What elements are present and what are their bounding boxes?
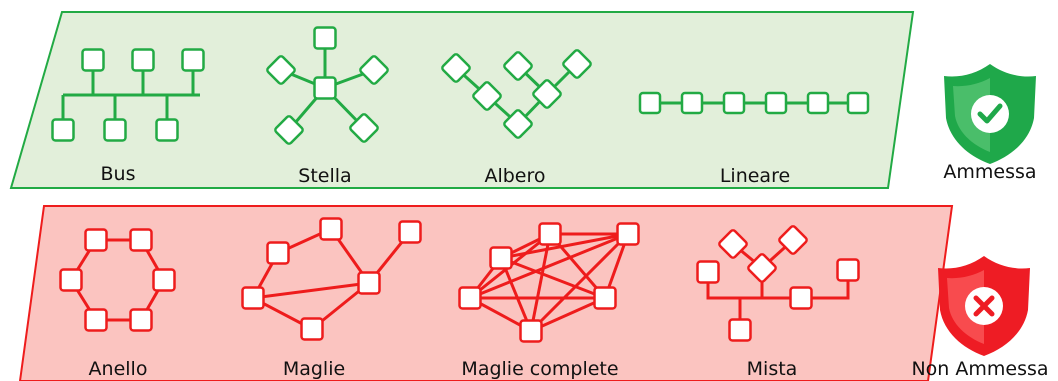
node xyxy=(155,118,179,142)
denied-band xyxy=(18,205,954,381)
node xyxy=(319,217,343,241)
node xyxy=(764,91,788,115)
node xyxy=(359,55,389,85)
node xyxy=(503,109,533,139)
node xyxy=(241,286,265,310)
node xyxy=(562,49,592,79)
node xyxy=(593,286,617,310)
node xyxy=(538,222,562,246)
node xyxy=(51,118,75,142)
node xyxy=(680,91,704,115)
topology-mista xyxy=(696,225,860,342)
node xyxy=(747,253,777,283)
link xyxy=(252,281,370,300)
node xyxy=(718,229,748,259)
topology-stella xyxy=(266,26,389,145)
node xyxy=(616,222,640,246)
denied-panel: Anello Maglie Maglie complete Mista xyxy=(18,205,954,381)
node xyxy=(728,318,752,342)
link xyxy=(706,281,850,300)
node xyxy=(638,91,662,115)
link xyxy=(529,232,630,333)
link xyxy=(469,232,629,300)
label-stella: Stella xyxy=(298,165,351,187)
label-maglie-complete: Maglie complete xyxy=(461,358,618,380)
node xyxy=(532,79,562,109)
label-albero: Albero xyxy=(484,165,545,187)
topology-anello xyxy=(59,228,176,332)
node xyxy=(266,55,296,85)
topology-lineare xyxy=(638,91,870,115)
node xyxy=(349,113,379,143)
shield-check-icon xyxy=(944,64,1036,164)
node xyxy=(313,76,337,100)
allowed-panel: Bus Stella Albero Lineare xyxy=(9,11,915,189)
node xyxy=(519,319,543,343)
node xyxy=(274,115,304,145)
node xyxy=(84,308,108,332)
topology-maglie xyxy=(241,217,422,341)
node xyxy=(131,48,155,72)
node xyxy=(789,286,813,310)
link xyxy=(500,232,629,260)
node xyxy=(84,228,108,252)
node xyxy=(181,48,205,72)
node xyxy=(103,118,127,142)
node xyxy=(722,91,746,115)
shield-x-icon xyxy=(938,256,1030,356)
topology-maglie-complete xyxy=(458,222,640,343)
link xyxy=(530,296,606,333)
node xyxy=(357,271,381,295)
node xyxy=(778,225,808,255)
node xyxy=(503,51,533,81)
label-bus: Bus xyxy=(101,163,136,185)
topology-albero xyxy=(441,49,592,139)
node xyxy=(846,91,870,115)
node xyxy=(458,286,482,310)
label-mista: Mista xyxy=(747,358,798,380)
node xyxy=(472,81,502,111)
status-label-denied: Non Ammessa xyxy=(911,358,1048,380)
allowed-band xyxy=(9,11,915,189)
node xyxy=(300,317,324,341)
node xyxy=(489,246,513,270)
link xyxy=(500,256,606,300)
label-maglie: Maglie xyxy=(283,358,345,380)
node xyxy=(152,268,176,292)
node xyxy=(313,26,337,50)
status-label-allowed: Ammessa xyxy=(943,161,1036,183)
node xyxy=(266,241,290,265)
node xyxy=(129,308,153,332)
node xyxy=(836,258,860,282)
node xyxy=(806,91,830,115)
label-anello: Anello xyxy=(89,358,148,380)
label-lineare: Lineare xyxy=(720,165,790,187)
node xyxy=(129,228,153,252)
node xyxy=(59,268,83,292)
node xyxy=(696,260,720,284)
node xyxy=(398,220,422,244)
link xyxy=(499,257,533,332)
node xyxy=(81,48,105,72)
node xyxy=(441,53,471,83)
topology-bus xyxy=(51,48,205,142)
